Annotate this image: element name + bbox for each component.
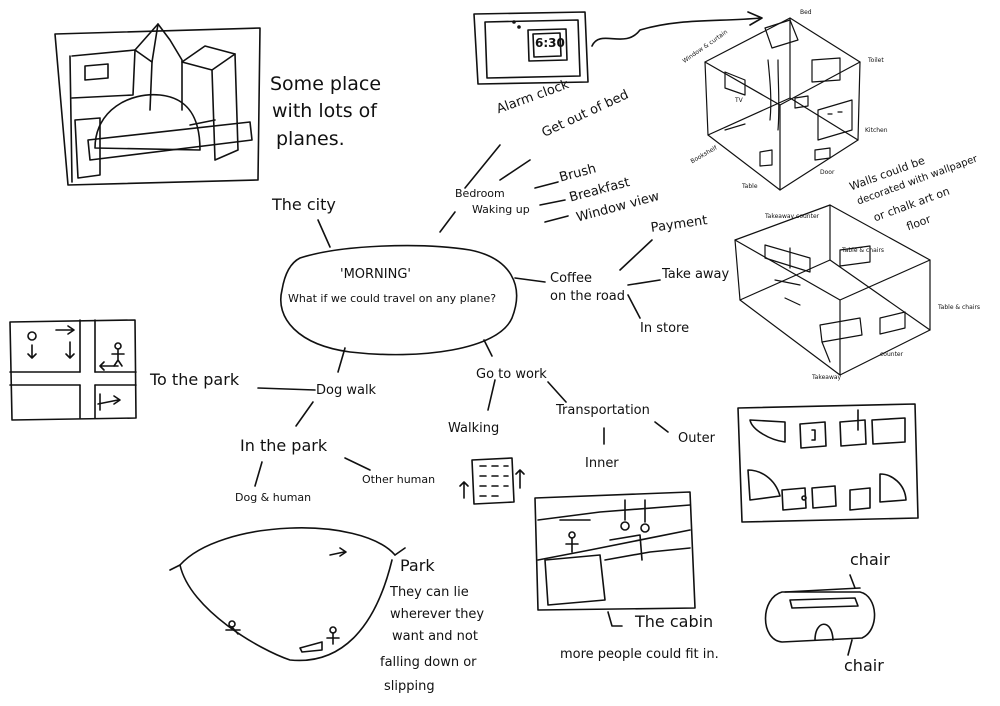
building-icon[interactable] — [459, 457, 525, 505]
center-ellipse — [280, 244, 518, 356]
branch-walking[interactable]: Walking — [448, 421, 500, 436]
clock-arrow — [591, 17, 761, 47]
street-map-sketch — [9, 319, 137, 421]
branch-other-human[interactable]: Other human — [362, 473, 436, 486]
branch-outer[interactable]: Outer — [678, 431, 715, 446]
room-label-bed: Bed — [800, 9, 812, 16]
branch-waking-up[interactable]: Waking up — [472, 203, 530, 216]
city-note-line-1: Some place — [270, 73, 382, 95]
chair-label-bottom: chair — [844, 656, 884, 675]
cabin-note-line-2: more people could fit in. — [560, 647, 719, 662]
room-label-kitchen: Kitchen — [865, 127, 888, 134]
branch-inner[interactable]: Inner — [585, 456, 619, 471]
park-note-line-2: wherever they — [390, 607, 485, 622]
branch-go-to-work[interactable]: Go to work — [476, 367, 547, 382]
branch-dog-walk[interactable]: Dog walk — [316, 383, 377, 398]
branch-transportation[interactable]: Transportation — [556, 403, 650, 418]
park-note-line-1: They can lie — [390, 585, 469, 600]
branch-bedroom[interactable]: Bedroom — [455, 187, 505, 200]
cabin-note-arrow — [607, 611, 623, 627]
cabin-note-line-1: The cabin — [635, 612, 714, 631]
room-label-table: Table — [742, 183, 758, 190]
branch-dog-human[interactable]: Dog & human — [235, 491, 312, 504]
park-label: Park — [400, 556, 435, 575]
shop-label-table-chairs: Table & chairs — [842, 247, 885, 254]
branch-coffee[interactable]: Coffee — [550, 271, 592, 286]
alarm-clock-sketch — [473, 11, 589, 85]
shop-label-takeaway: Takeaway — [812, 374, 842, 381]
branch-in-store[interactable]: In store — [640, 321, 690, 336]
branch-in-the-park[interactable]: In the park — [240, 436, 328, 455]
branch-to-the-park[interactable]: To the park — [150, 370, 240, 389]
center-question: What if we could travel on any plane? — [288, 292, 497, 305]
shop-label-takeaway-counter: Takeaway counter — [765, 213, 820, 220]
coffee-shop-sketch — [734, 204, 931, 376]
park-note-line-5: slipping — [384, 679, 435, 694]
clock-time: 6:30 — [535, 36, 565, 50]
branch-take-away[interactable]: Take away — [662, 267, 730, 282]
room-label-tv: TV — [735, 97, 743, 104]
room-label-toilet: Toilet — [868, 57, 884, 64]
bedroom-cube-sketch — [704, 17, 861, 191]
park-note-line-4: falling down or — [380, 655, 477, 670]
connector-lines — [254, 144, 669, 487]
park-note-line-3: want and not — [392, 629, 478, 644]
cabin-inner-sketch — [534, 491, 696, 611]
park-bowl-sketch — [169, 527, 406, 662]
chair-label-top: chair — [850, 550, 890, 569]
room-label-door: Door — [820, 169, 835, 176]
center-title: 'MORNING' — [340, 267, 411, 282]
chair-capsule-sketch — [764, 574, 876, 656]
shop-label-table-chairs-2: Table & chairs — [938, 304, 981, 311]
branch-on-the-road[interactable]: on the road — [550, 289, 626, 304]
branch-the-city[interactable]: The city — [272, 195, 336, 214]
city-note-line-3: planes. — [276, 128, 345, 150]
city-note-line-2: with lots of — [272, 100, 377, 122]
shop-label-counter: counter — [880, 351, 904, 358]
train-outer-sketch — [737, 403, 919, 523]
city-sketch — [54, 23, 261, 186]
